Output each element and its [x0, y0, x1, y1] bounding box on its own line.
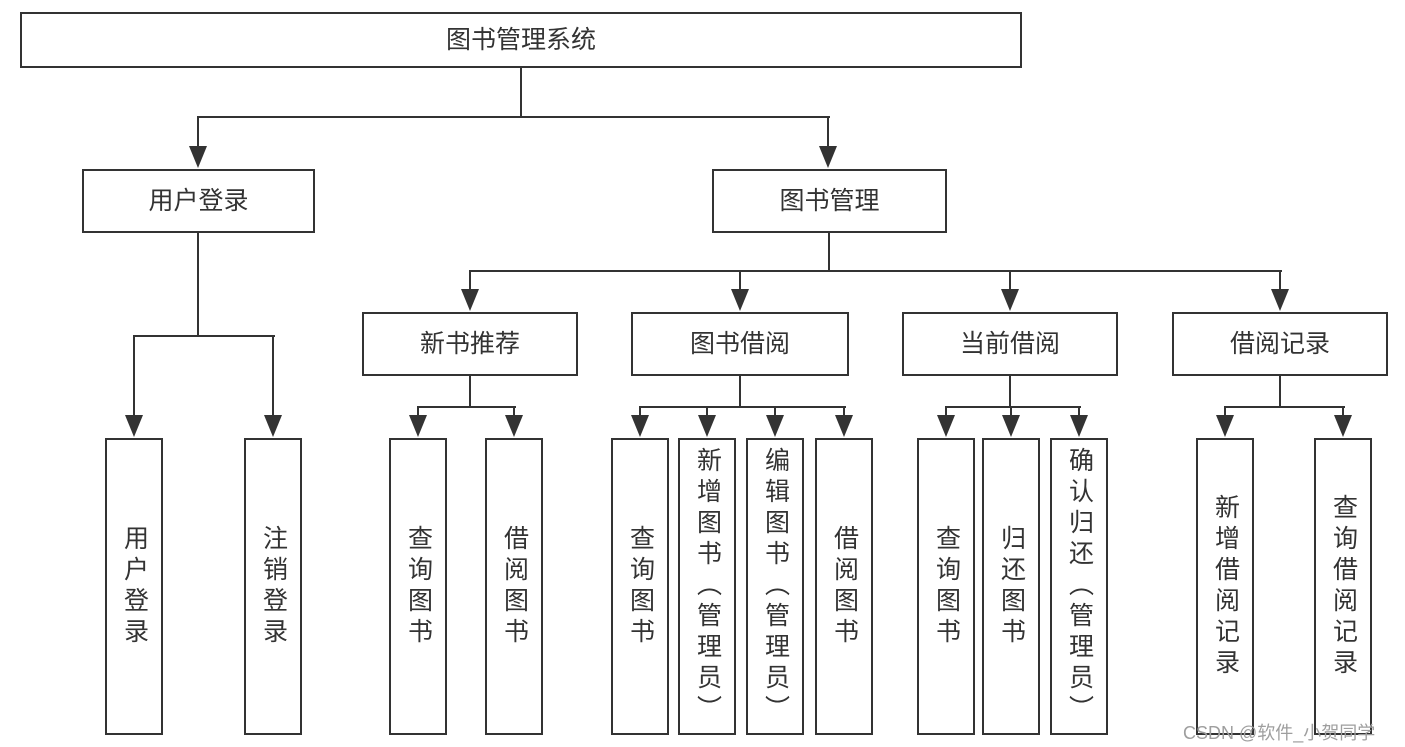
arrow-down-icon	[1271, 289, 1289, 311]
connector-login-leaf-stem	[133, 335, 135, 416]
connector-book-management-stem	[827, 117, 829, 147]
connector-current-borrow-stem	[1009, 271, 1011, 290]
node-label: 借阅记录	[1229, 329, 1330, 358]
arrow-down-icon	[1070, 415, 1088, 437]
connector-book-management-down	[828, 233, 830, 271]
connector-leaf-stem	[417, 406, 419, 417]
connector-current-borrow-down	[1009, 376, 1011, 407]
connector-logout-leaf-stem	[272, 335, 274, 416]
arrow-down-icon	[125, 415, 143, 437]
arrow-down-icon	[409, 415, 427, 437]
connector-leaf-stem	[1342, 406, 1344, 417]
node-label: 用户登录	[148, 186, 249, 215]
node-book-management: 图书管理	[712, 169, 947, 233]
connector-leaf-stem	[843, 406, 845, 417]
leaf-add-books-admin: 新增图书（管理员）	[678, 438, 736, 735]
node-label: 编辑图书（管理员）	[761, 447, 790, 726]
leaf-query-books-recommend: 查询图书	[389, 438, 447, 735]
node-label: 新增图书（管理员）	[693, 447, 722, 726]
arrow-down-icon	[264, 415, 282, 437]
connector-leaf-stem	[639, 406, 641, 417]
arrow-down-icon	[189, 146, 207, 168]
leaf-user-login: 用户登录	[105, 438, 163, 735]
arrow-down-icon	[1002, 415, 1020, 437]
node-label: 归还图书	[997, 524, 1026, 649]
arrow-down-icon	[835, 415, 853, 437]
connector-new-books-down	[469, 376, 471, 407]
node-label: 查询借阅记录	[1329, 493, 1358, 680]
connector-new-books-stem	[469, 271, 471, 290]
csdn-watermark: CSDN @软件_小贺同学	[1183, 723, 1376, 743]
connector-new-books-split-line	[417, 406, 516, 408]
connector-book-borrow-split-line	[639, 406, 846, 408]
arrow-down-icon	[731, 289, 749, 311]
node-label: 图书管理	[779, 186, 880, 215]
arrow-down-icon	[937, 415, 955, 437]
node-label: 当前借阅	[959, 329, 1060, 358]
node-borrowing-records: 借阅记录	[1172, 312, 1388, 376]
leaf-confirm-return-admin: 确认归还（管理员）	[1050, 438, 1108, 735]
node-label: 新书推荐	[419, 329, 520, 358]
arrow-down-icon	[1334, 415, 1352, 437]
leaf-query-borrow-record: 查询借阅记录	[1314, 438, 1372, 735]
connector-user-login-split-line	[133, 335, 275, 337]
arrow-down-icon	[461, 289, 479, 311]
node-label: 图书管理系统	[445, 25, 596, 54]
node-label: 图书借阅	[689, 329, 790, 358]
node-label: 注销登录	[259, 524, 288, 649]
leaf-query-books-current: 查询图书	[917, 438, 975, 735]
connector-leaf-stem	[945, 406, 947, 417]
connector-leaf-stem	[513, 406, 515, 417]
arrow-down-icon	[631, 415, 649, 437]
node-current-borrowing: 当前借阅	[902, 312, 1118, 376]
node-book-borrowing: 图书借阅	[631, 312, 849, 376]
node-label: 借阅图书	[500, 524, 529, 649]
connector-leaf-stem	[706, 406, 708, 417]
connector-borrow-records-down	[1279, 376, 1281, 407]
node-label: 借阅图书	[830, 524, 859, 649]
connector-leaf-stem	[774, 406, 776, 417]
node-label: 新增借阅记录	[1211, 493, 1240, 680]
connector-current-borrow-split-line	[945, 406, 1081, 408]
connector-book-borrow-stem	[739, 271, 741, 290]
connector-leaf-stem	[1224, 406, 1226, 417]
node-label: 查询图书	[626, 524, 655, 649]
connector-root-stem	[520, 68, 522, 117]
arrow-down-icon	[505, 415, 523, 437]
connector-leaf-stem	[1010, 406, 1012, 417]
connector-leaf-stem	[1078, 406, 1080, 417]
connector-user-login-down	[197, 233, 199, 336]
node-library-management-system: 图书管理系统	[20, 12, 1022, 68]
leaf-return-books: 归还图书	[982, 438, 1040, 735]
leaf-borrow-books-recommend: 借阅图书	[485, 438, 543, 735]
connector-level3-split-line	[469, 270, 1282, 272]
arrow-down-icon	[1001, 289, 1019, 311]
node-user-login: 用户登录	[82, 169, 315, 233]
node-new-book-recommend: 新书推荐	[362, 312, 578, 376]
connector-level2-split-line	[197, 116, 830, 118]
arrow-down-icon	[766, 415, 784, 437]
node-label: 用户登录	[120, 524, 149, 649]
arrow-down-icon	[819, 146, 837, 168]
leaf-logout: 注销登录	[244, 438, 302, 735]
connector-borrow-records-stem	[1279, 271, 1281, 290]
arrow-down-icon	[1216, 415, 1234, 437]
connector-book-borrow-down	[739, 376, 741, 407]
connector-borrow-records-split-line	[1224, 406, 1345, 408]
leaf-add-borrow-record: 新增借阅记录	[1196, 438, 1254, 735]
node-label: 查询图书	[932, 524, 961, 649]
node-label: 确认归还（管理员）	[1065, 447, 1094, 726]
arrow-down-icon	[698, 415, 716, 437]
leaf-edit-books-admin: 编辑图书（管理员）	[746, 438, 804, 735]
node-label: 查询图书	[404, 524, 433, 649]
leaf-query-books-borrowing: 查询图书	[611, 438, 669, 735]
leaf-borrow-books: 借阅图书	[815, 438, 873, 735]
connector-user-login-stem	[197, 117, 199, 147]
